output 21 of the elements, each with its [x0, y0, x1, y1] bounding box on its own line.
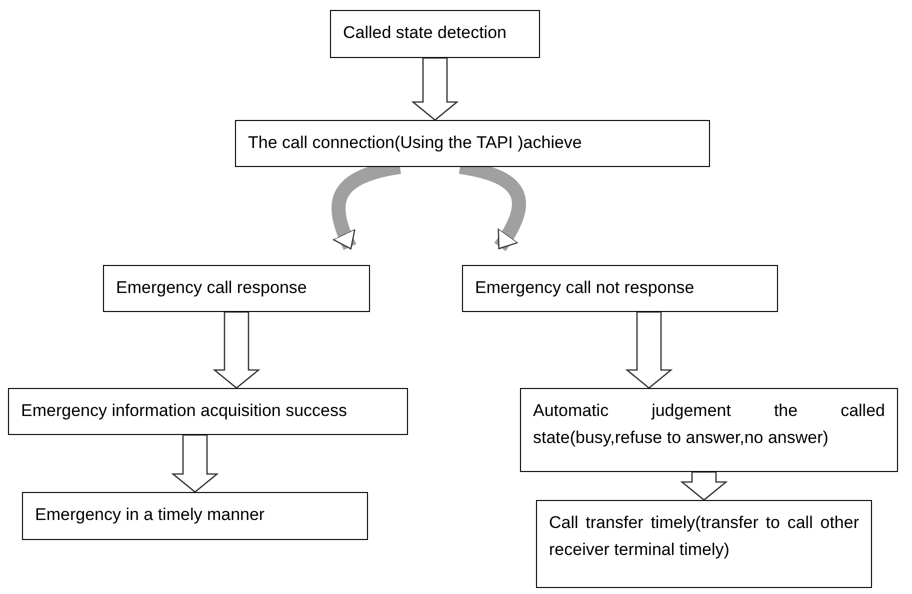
box-text: Called state detection	[343, 22, 508, 44]
box-text: Call transfer timely(transfer to call other receiver terminal timely)	[549, 512, 859, 561]
box-text: Emergency in a timely manner	[35, 504, 266, 526]
process-box	[520, 388, 898, 472]
process-box	[8, 388, 408, 435]
box-text: The call connection(Using the TAPI )achieve	[248, 132, 583, 154]
process-box	[536, 500, 872, 588]
process-box	[330, 10, 540, 58]
process-box	[462, 265, 778, 312]
process-box	[22, 492, 368, 540]
box-text: Emergency information acquisition success	[21, 400, 348, 422]
block-arrow	[411, 57, 459, 121]
block-arrow	[625, 311, 673, 389]
box-text: Emergency call not response	[475, 277, 696, 299]
block-arrow	[680, 471, 728, 501]
process-box	[235, 120, 710, 167]
box-text: Emergency call response	[116, 277, 308, 299]
process-box	[103, 265, 370, 312]
block-arrow	[171, 434, 219, 493]
block-arrow	[212, 311, 260, 389]
box-text: Automatic judgement the called state(busy,refuse to answer,no answer)	[533, 400, 885, 449]
